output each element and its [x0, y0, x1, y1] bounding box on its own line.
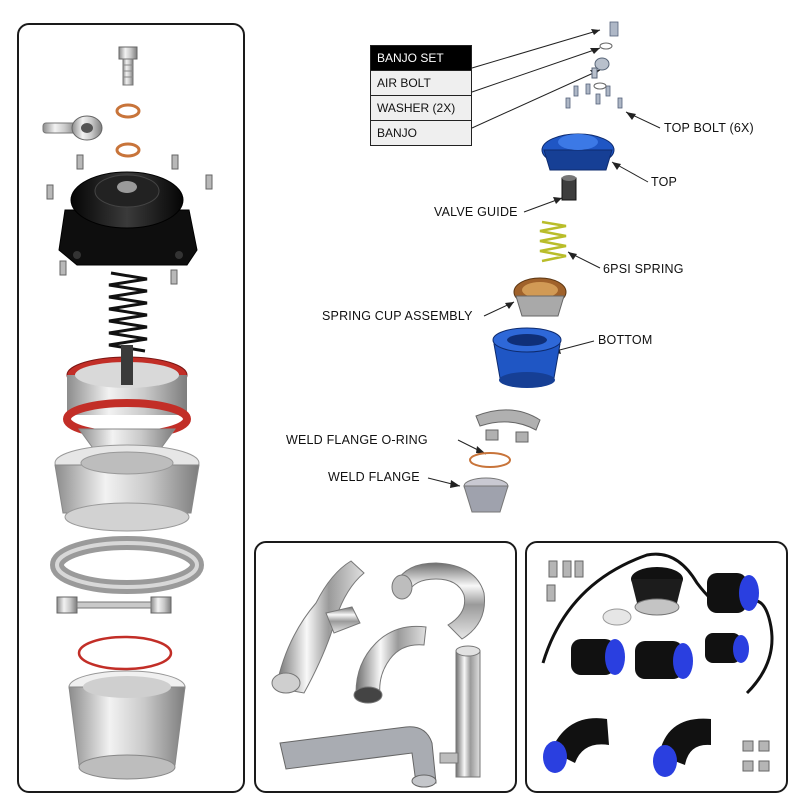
silicone-coupler-part — [707, 573, 759, 613]
silicone-elbow-part — [653, 718, 711, 777]
weld-flange-part — [602, 608, 632, 626]
piping-kit-photo-panel — [254, 541, 517, 793]
spring-cup-assembly-part — [63, 345, 191, 452]
bottom-part — [492, 327, 562, 388]
silicone-coupler-part — [571, 639, 625, 675]
callout-weld-flange: WELD FLANGE — [328, 470, 420, 484]
washer-part — [599, 42, 613, 50]
v-band-clamp-part — [50, 536, 204, 614]
bottom-housing-part — [54, 444, 200, 532]
black-top-cap-part — [58, 171, 198, 266]
callout-spring-cup: SPRING CUP ASSEMBLY — [322, 309, 473, 323]
weld-flange-oring-part — [77, 635, 173, 671]
top-bolts-part — [46, 154, 213, 285]
u-bend-pipe-part — [391, 562, 486, 640]
kit-contents-illustration — [541, 552, 774, 777]
bov-valve-part — [631, 567, 683, 616]
legend-title: BANJO SET — [371, 46, 471, 70]
callout-weld-flange-oring: WELD FLANGE O-RING — [286, 433, 428, 447]
piping-kit-illustration — [271, 560, 486, 788]
y-pipe-part — [271, 560, 365, 694]
air-bolt-part — [118, 46, 138, 86]
top-bolts-part — [565, 21, 623, 109]
elbow-pipe-part — [353, 625, 427, 704]
washer-part — [593, 82, 607, 90]
straight-pipe-part — [439, 645, 481, 778]
top-part — [541, 133, 615, 171]
bolts-part — [546, 560, 584, 602]
cast-pipe-part — [279, 726, 437, 788]
silicone-elbow-part — [543, 718, 609, 773]
washer-part — [115, 142, 141, 158]
nuts-part — [742, 740, 770, 772]
silicone-coupler-part — [705, 633, 749, 663]
spring-part — [539, 220, 567, 263]
legend-item-air-bolt: AIR BOLT — [371, 70, 471, 95]
banjo-set-legend: BANJO SET AIR BOLT WASHER (2X) BANJO — [370, 45, 472, 146]
weld-flange-oring-part — [469, 452, 511, 468]
exploded-valve-photo-panel — [17, 23, 245, 793]
valve-guide-part — [561, 175, 577, 201]
kit-contents-photo-panel — [525, 541, 788, 793]
callout-spring: 6PSI SPRING — [603, 262, 684, 276]
callout-valve-guide: VALVE GUIDE — [434, 205, 518, 219]
legend-item-banjo: BANJO — [371, 120, 471, 145]
washer-part — [115, 103, 141, 119]
weld-flange-part — [463, 477, 509, 513]
callout-top: TOP — [651, 175, 678, 189]
silicone-coupler-part — [635, 641, 693, 679]
banjo-part — [42, 115, 103, 141]
exploded-valve-illustration — [42, 46, 213, 780]
banjo-part — [591, 57, 610, 79]
v-band-clamp-part — [475, 409, 541, 443]
legend-item-washer: WASHER (2X) — [371, 95, 471, 120]
spring-cup-assembly-part — [513, 277, 567, 317]
spring-part — [108, 271, 148, 353]
callout-bottom: BOTTOM — [598, 333, 653, 347]
callout-top-bolt: TOP BOLT (6X) — [664, 121, 754, 135]
weld-flange-part — [68, 670, 186, 780]
